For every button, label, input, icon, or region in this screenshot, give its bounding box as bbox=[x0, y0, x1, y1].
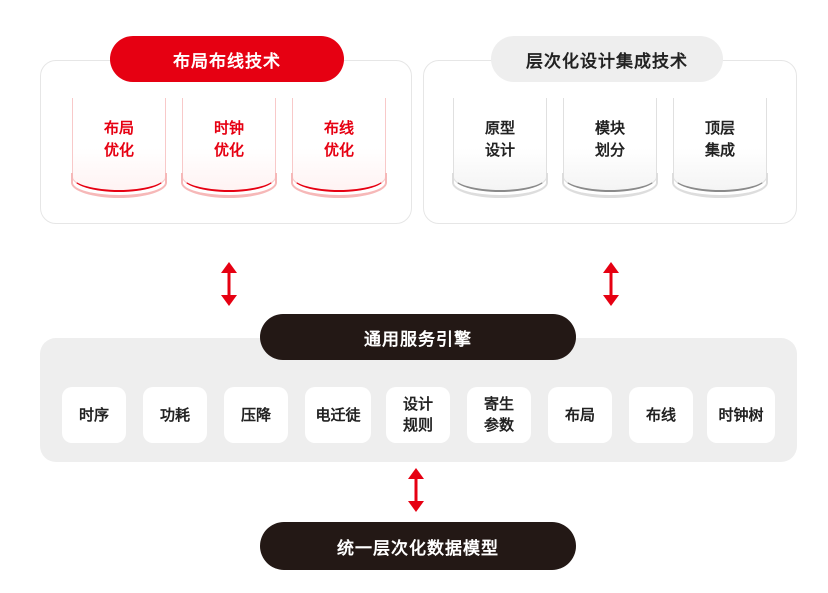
cylinder-clock-optimization: 时钟 优化 bbox=[181, 98, 277, 198]
cylinder-label-line1: 布局 bbox=[103, 119, 134, 137]
engine-item-line1: 功耗 bbox=[159, 405, 190, 424]
engine-item-line1: 时钟树 bbox=[718, 405, 764, 424]
double-arrow-icon bbox=[603, 262, 619, 306]
engine-item-line1: 布线 bbox=[645, 405, 676, 424]
engine-item-design-rules: 设计 规则 bbox=[386, 387, 450, 443]
engine-item-line1: 时序 bbox=[78, 405, 109, 424]
layout-routing-title: 布局布线技术 bbox=[110, 36, 344, 82]
cylinder-label-line1: 布线 bbox=[323, 119, 354, 137]
engine-item-line1: 设计 bbox=[402, 395, 433, 413]
engine-item-line1: 电迁徒 bbox=[315, 405, 361, 424]
engine-item-electromigration: 电迁徒 bbox=[305, 387, 371, 443]
cylinder-label-line1: 时钟 bbox=[213, 119, 244, 137]
cylinder-label-line2: 优化 bbox=[103, 141, 134, 159]
cylinder-label-line2: 设计 bbox=[484, 141, 515, 159]
hierarchical-design-title: 层次化设计集成技术 bbox=[491, 36, 723, 82]
unified-data-model-title: 统一层次化数据模型 bbox=[260, 522, 576, 570]
cylinder-label-line2: 优化 bbox=[323, 141, 354, 159]
engine-item-line1: 压降 bbox=[240, 405, 271, 424]
cylinder-label-line1: 原型 bbox=[484, 119, 515, 137]
engine-item-routing: 布线 bbox=[629, 387, 693, 443]
engine-item-line2: 参数 bbox=[483, 416, 514, 434]
engine-item-line1: 寄生 bbox=[483, 395, 514, 413]
cylinder-routing-optimization: 布线 优化 bbox=[291, 98, 387, 198]
engine-item-parasitics: 寄生 参数 bbox=[467, 387, 531, 443]
engine-item-clock-tree: 时钟树 bbox=[707, 387, 775, 443]
cylinder-label-line2: 集成 bbox=[704, 141, 735, 159]
engine-item-line1: 布局 bbox=[564, 405, 595, 424]
engine-item-ir-drop: 压降 bbox=[224, 387, 288, 443]
cylinder-label-line2: 优化 bbox=[213, 141, 244, 159]
cylinder-label-line2: 划分 bbox=[594, 141, 625, 159]
double-arrow-icon bbox=[408, 468, 424, 512]
engine-item-placement: 布局 bbox=[548, 387, 612, 443]
cylinder-prototype-design: 原型 设计 bbox=[452, 98, 548, 198]
service-engine-title: 通用服务引擎 bbox=[260, 314, 576, 360]
cylinder-placement-optimization: 布局 优化 bbox=[71, 98, 167, 198]
cylinder-module-partition: 模块 划分 bbox=[562, 98, 658, 198]
cylinder-label-line1: 顶层 bbox=[704, 119, 735, 137]
cylinder-top-level-integration: 顶层 集成 bbox=[672, 98, 768, 198]
double-arrow-icon bbox=[221, 262, 237, 306]
engine-item-timing: 时序 bbox=[62, 387, 126, 443]
cylinder-label-line1: 模块 bbox=[594, 119, 625, 137]
engine-item-line2: 规则 bbox=[402, 416, 433, 434]
engine-item-power: 功耗 bbox=[143, 387, 207, 443]
